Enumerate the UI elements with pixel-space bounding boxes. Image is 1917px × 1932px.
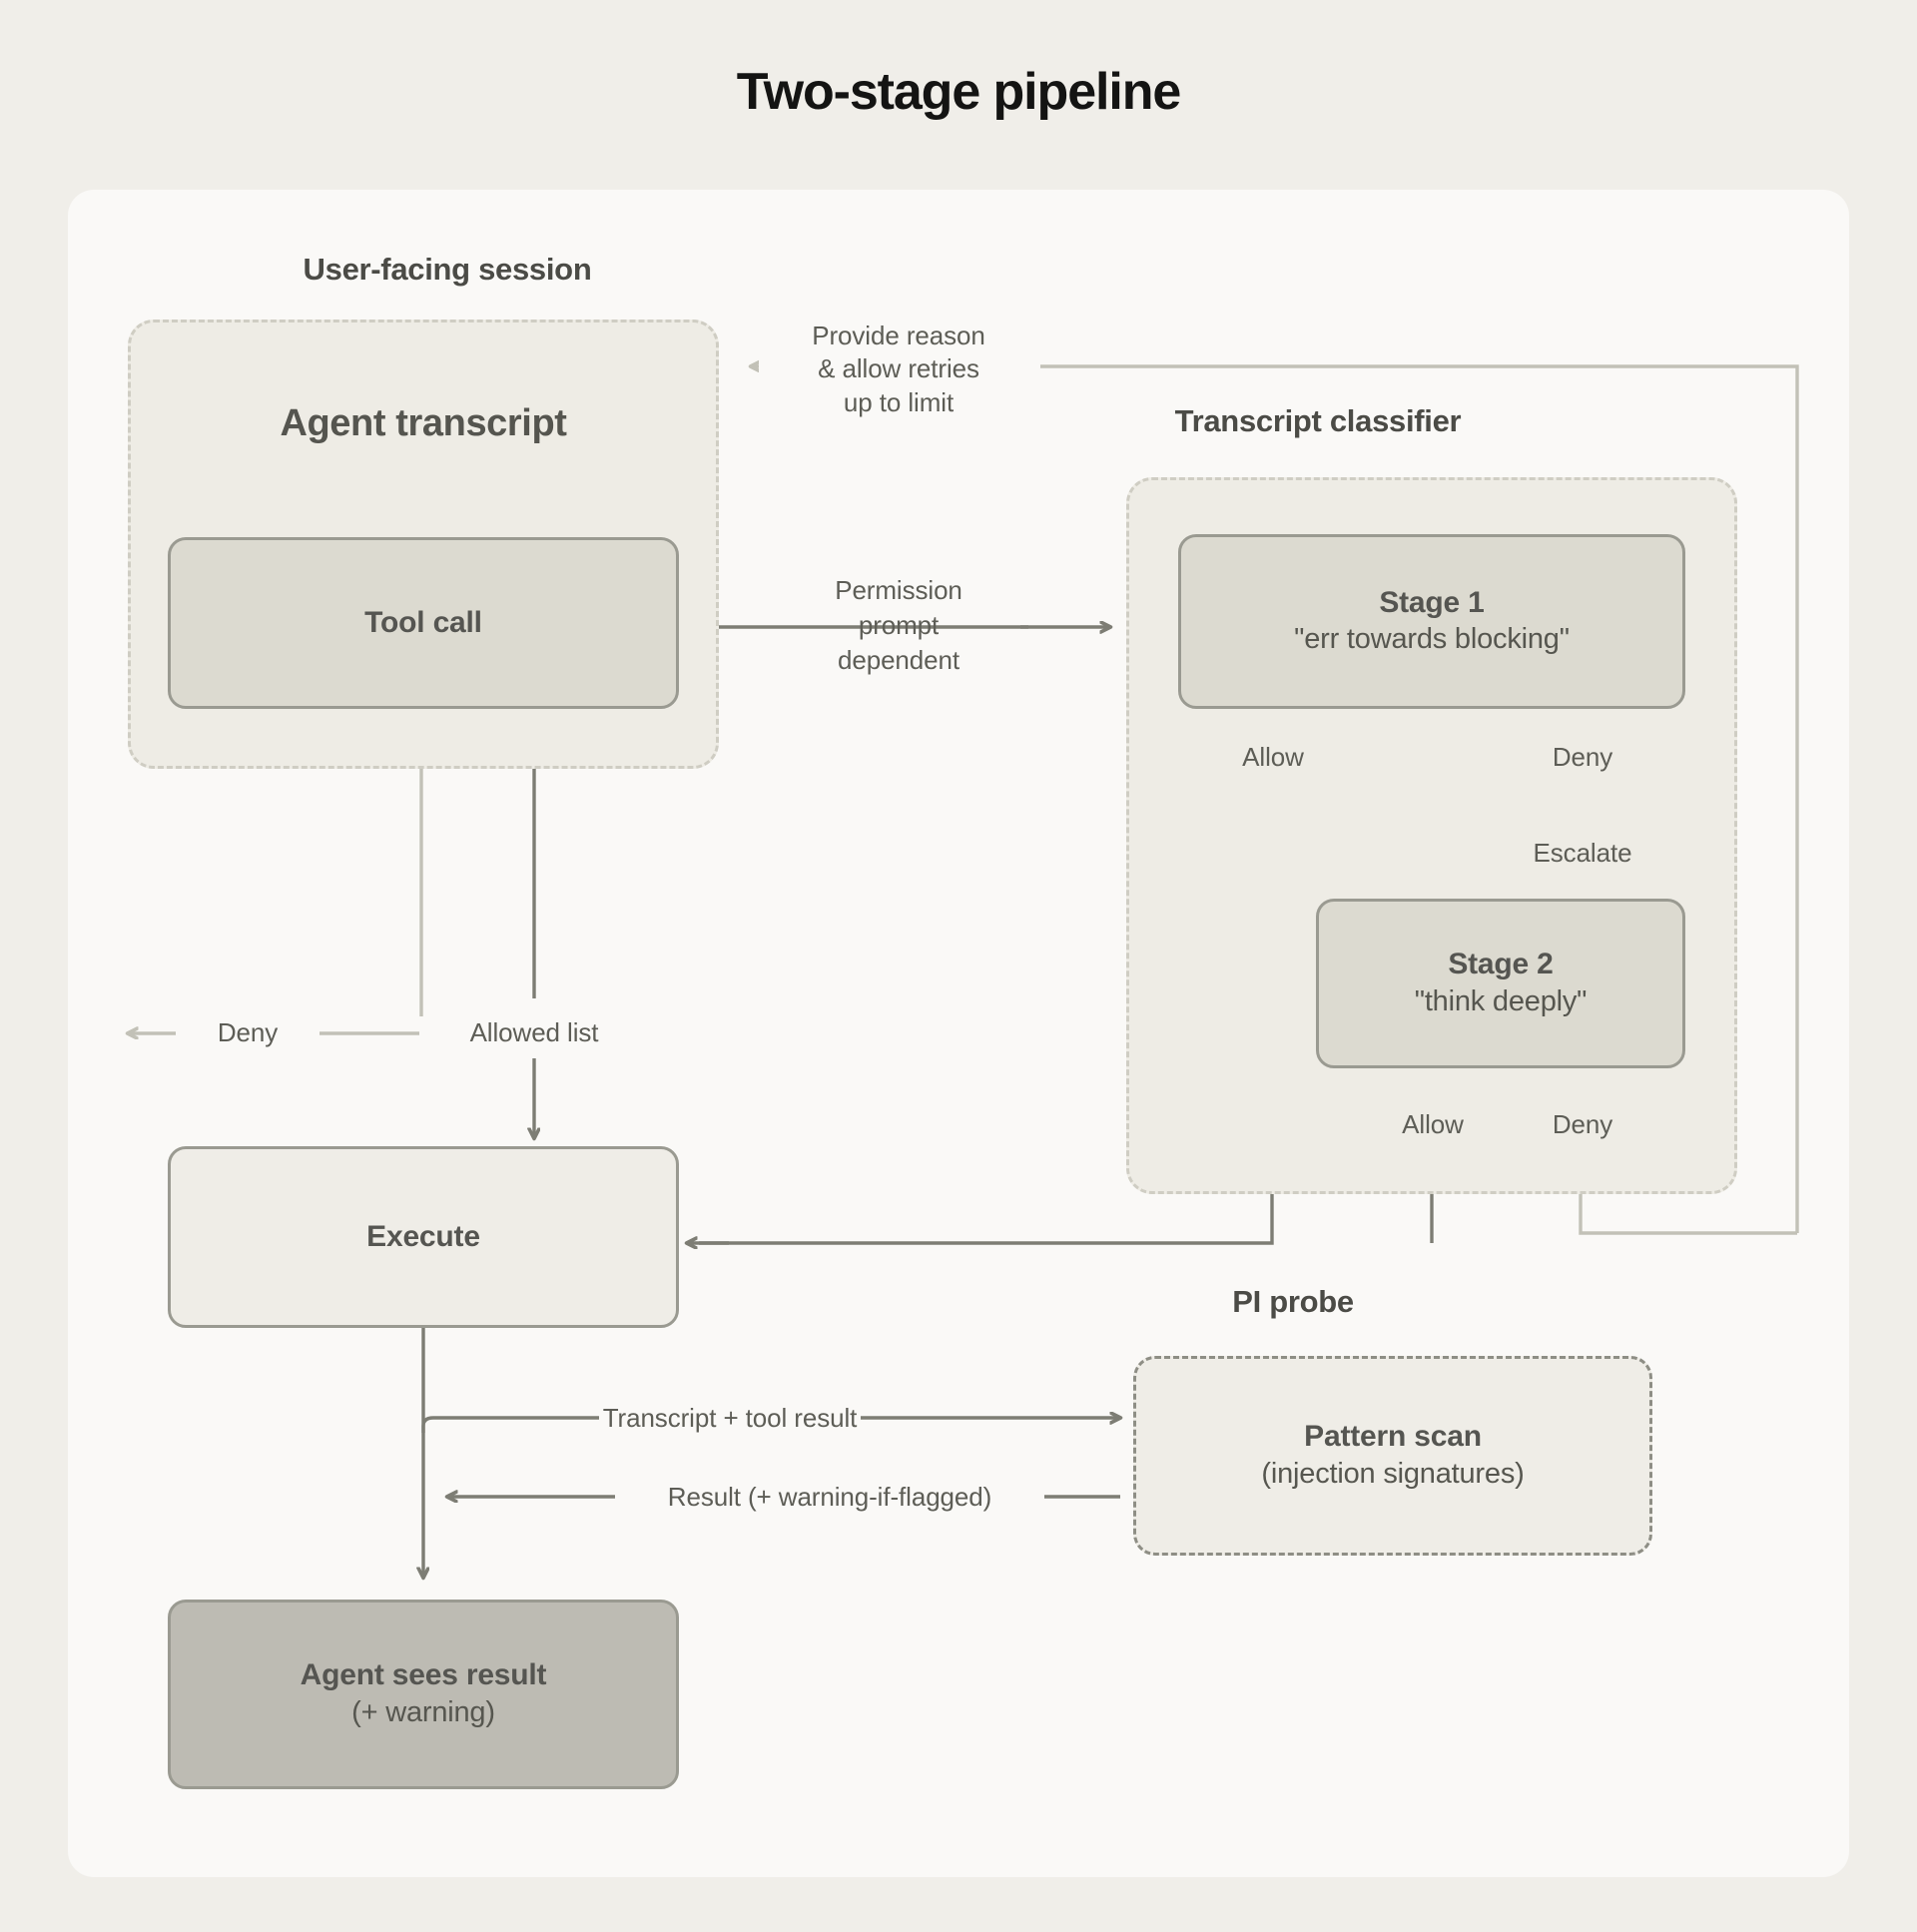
node-agent-sees-result[interactable]: Agent sees result (+ warning) — [168, 1600, 679, 1789]
node-execute-title: Execute — [366, 1220, 480, 1254]
edge-label-retry-line1: Provide reason — [812, 321, 985, 350]
node-stage-1-subtitle: "err towards blocking" — [1294, 623, 1570, 656]
group-label-pi-probe: PI probe — [1232, 1284, 1354, 1319]
node-pattern-scan[interactable]: Pattern scan (injection signatures) — [1133, 1356, 1652, 1556]
node-pattern-scan-subtitle: (injection signatures) — [1261, 1457, 1525, 1490]
page-title: Two-stage pipeline — [736, 63, 1182, 121]
edge-label-from-probe: Result (+ warning-if-flagged) — [615, 1481, 1044, 1515]
node-stage-1-title: Stage 1 — [1379, 585, 1485, 619]
edge-label-stage1-allow: Allow — [1178, 741, 1368, 775]
edge-label-tool-deny: Deny — [176, 1016, 320, 1050]
node-pattern-scan-title: Pattern scan — [1304, 1420, 1482, 1454]
node-tool-call[interactable]: Tool call — [168, 537, 679, 709]
edge-label-to-probe: Transcript + tool result — [599, 1402, 861, 1436]
edge-label-escalate: Escalate — [1533, 838, 1632, 868]
node-agent-sees-result-subtitle: (+ warning) — [351, 1695, 495, 1728]
agent-transcript-title: Agent transcript — [280, 402, 567, 444]
node-agent-sees-result-title: Agent sees result — [300, 1658, 547, 1692]
node-stage-1[interactable]: Stage 1 "err towards blocking" — [1178, 534, 1685, 709]
group-label-transcript-classifier: Transcript classifier — [1174, 403, 1462, 438]
node-tool-call-title: Tool call — [364, 606, 482, 640]
edge-label-allowed-list: Allowed list — [419, 1016, 649, 1050]
edge-label-retry-line3: up to limit — [843, 387, 955, 417]
group-label-user-session: User-facing session — [303, 252, 592, 287]
edge-label-permission-line1: Permission — [835, 575, 962, 605]
node-stage-2-title: Stage 2 — [1448, 948, 1554, 981]
edge-label-permission-line3: dependent — [837, 645, 959, 675]
node-execute[interactable]: Execute — [168, 1146, 679, 1328]
edge-label-stage1-deny: Deny — [1488, 741, 1677, 775]
node-stage-2-subtitle: "think deeply" — [1414, 984, 1588, 1017]
edge-label-retry-line2: & allow retries — [759, 352, 1038, 386]
node-stage-2[interactable]: Stage 2 "think deeply" — [1316, 899, 1685, 1068]
edge-label-permission-line2: prompt — [858, 610, 940, 640]
edge-label-stage2-deny: Deny — [1488, 1108, 1677, 1142]
